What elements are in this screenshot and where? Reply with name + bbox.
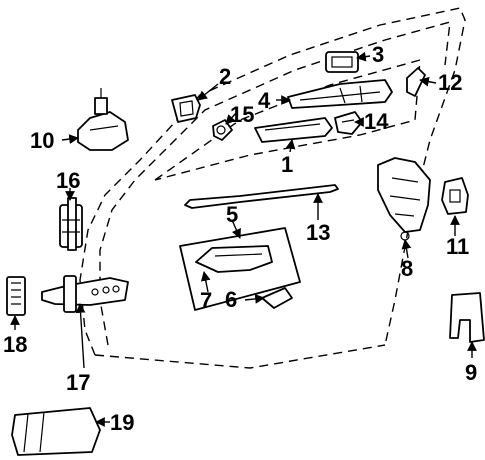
part-13 [184, 184, 339, 209]
part-15 [212, 119, 233, 141]
label-15: 15 [230, 102, 254, 127]
part-10 [77, 88, 129, 151]
label-2: 2 [219, 64, 231, 89]
label-12: 12 [438, 70, 462, 95]
label-11: 11 [446, 234, 469, 259]
part-1 [254, 117, 333, 143]
part-3 [325, 51, 359, 73]
part-17 [41, 275, 129, 313]
part-5 [179, 227, 301, 311]
part-18 [6, 276, 26, 316]
label-16: 16 [56, 168, 80, 193]
door-outline [79, 7, 466, 369]
part-11 [441, 177, 469, 215]
part-16 [59, 197, 83, 251]
label-8: 8 [401, 256, 413, 281]
label-7: 7 [200, 288, 212, 313]
label-13: 13 [306, 220, 330, 245]
part-4 [287, 79, 393, 109]
label-3: 3 [372, 42, 384, 67]
leader-lines [10, 51, 477, 427]
part-8 [377, 157, 431, 241]
label-10: 10 [30, 128, 54, 153]
label-5: 5 [226, 202, 238, 227]
label-4: 4 [258, 88, 271, 113]
label-9: 9 [465, 360, 477, 385]
part-12 [406, 67, 426, 97]
part-14 [334, 111, 363, 135]
label-1: 1 [281, 152, 293, 177]
label-18: 18 [3, 332, 27, 357]
part-2 [171, 94, 201, 123]
part-6 [261, 287, 293, 309]
label-14: 14 [364, 109, 389, 134]
part-9 [449, 292, 485, 343]
callout-labels: 2 3 4 1 15 14 12 10 16 17 18 19 13 5 7 6… [3, 42, 477, 435]
label-17: 17 [66, 370, 90, 395]
label-6: 6 [225, 287, 237, 312]
label-19: 19 [110, 410, 134, 435]
part-19 [11, 407, 101, 456]
